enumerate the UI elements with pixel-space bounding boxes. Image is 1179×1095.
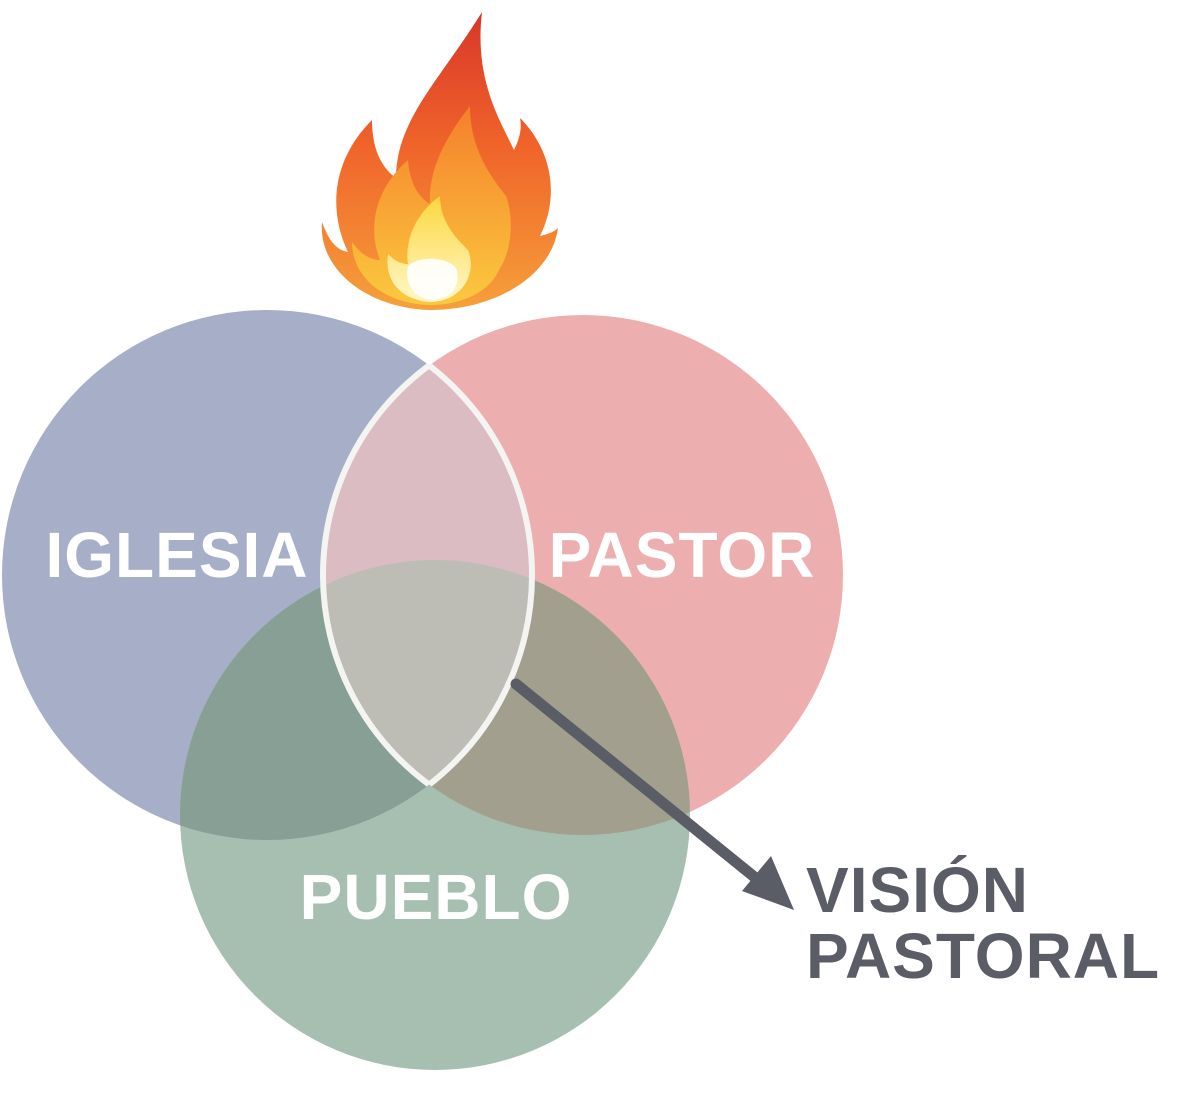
label-pastor: PASTOR — [549, 519, 816, 591]
callout-arrow — [510, 678, 794, 910]
lens-outline — [320, 312, 535, 838]
flame-icon — [321, 12, 558, 310]
callout-pastoral: PASTORAL — [806, 920, 1160, 992]
label-iglesia: IGLESIA — [45, 519, 308, 591]
callout-vision: VISIÓN — [806, 854, 1029, 926]
label-pueblo: PUEBLO — [300, 861, 573, 933]
